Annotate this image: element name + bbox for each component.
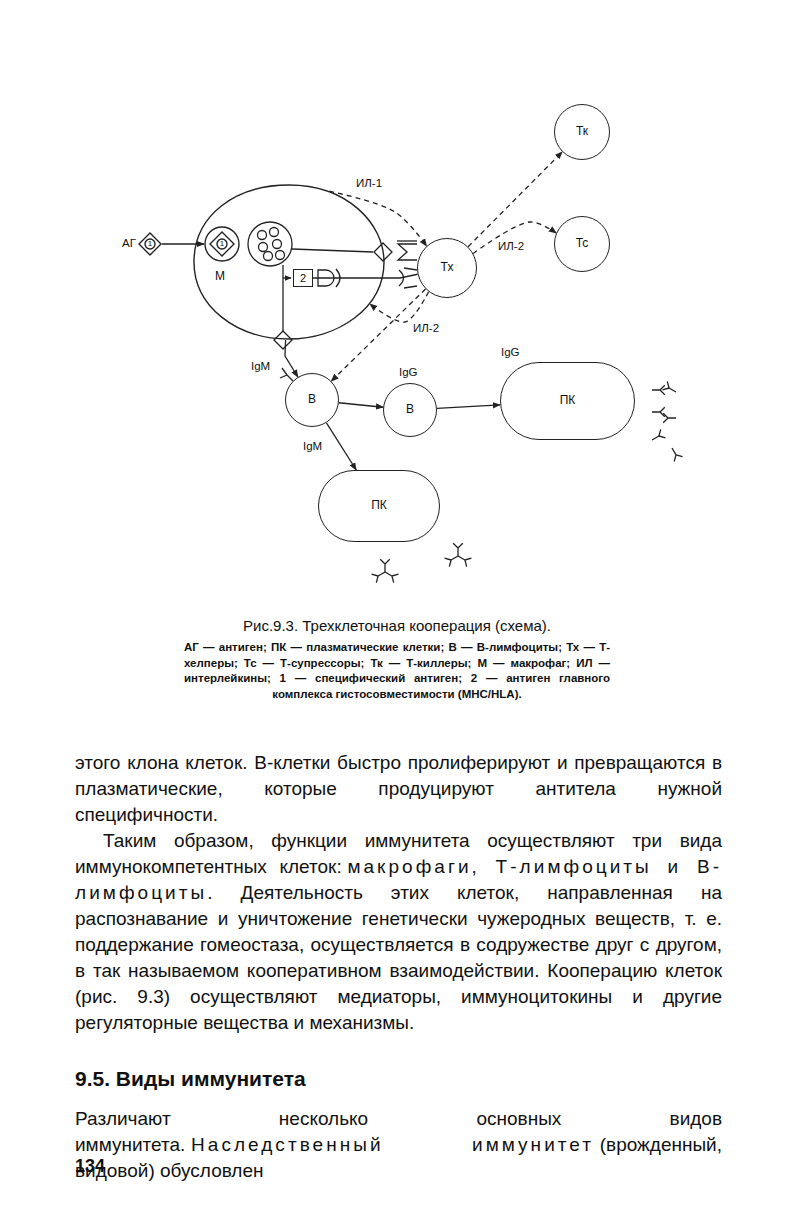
- drawing-stroke: [276, 251, 285, 260]
- drawing-stroke: [259, 243, 268, 252]
- antibody-symbol: [456, 552, 472, 567]
- antibody-class-label: IgG: [398, 366, 419, 379]
- text-run: этого клона клеток. В-клетки быстро прол…: [75, 752, 722, 825]
- node-label: Тх: [441, 261, 454, 274]
- figure-caption: Рис.9.3. Трехклеточная кооперация (схема…: [180, 617, 614, 635]
- connector: [437, 405, 500, 409]
- abbreviation-key: АГ — антиген; ПК — плазматические клетки…: [184, 640, 610, 702]
- paragraph: Различают несколько основных видов иммун…: [75, 1106, 722, 1184]
- antibody-symbol: [652, 407, 665, 417]
- drawing-stroke: [248, 222, 292, 266]
- b-cell: В: [383, 383, 437, 437]
- connector: [285, 340, 298, 377]
- antibody-symbol: [380, 559, 390, 572]
- antibody-symbol: [663, 413, 676, 423]
- text-run: 9.5. Виды иммунитета: [75, 1067, 306, 1090]
- antigen-diamond: 1: [138, 232, 162, 256]
- macrophage-interior: [248, 222, 417, 381]
- drawing-stroke: [398, 244, 417, 260]
- connector: [339, 403, 383, 408]
- outline-strokes: [194, 185, 384, 339]
- text-run: Наследственный иммунитет: [191, 1134, 594, 1155]
- suppressor-cell: Тс: [554, 216, 610, 272]
- drawing-stroke: [264, 252, 273, 261]
- antigen-dot: [217, 239, 227, 249]
- killer-cell: Тк: [554, 104, 610, 160]
- cell-membrane: [194, 185, 384, 339]
- shape-outline: [193, 184, 385, 340]
- body-text: этого клона клеток. В-клетки быстро прол…: [75, 750, 722, 1184]
- drawing-stroke: [292, 249, 373, 252]
- connector: [162, 243, 204, 244]
- paragraph: Таким образом, функции иммунитета осущес…: [75, 828, 722, 1036]
- outline-strokes: [205, 227, 239, 261]
- node-label: ПК: [371, 499, 387, 512]
- helper-cell: Тх: [417, 238, 477, 298]
- macrophage-cell: М 1 2: [193, 184, 385, 340]
- ring-outline: [205, 227, 239, 261]
- antibody-symbol: [650, 429, 666, 444]
- antigen-marker: 1: [204, 226, 240, 262]
- node-label: В: [406, 403, 414, 416]
- drawing-stroke: [404, 268, 417, 288]
- antibody-symbol: [383, 568, 399, 583]
- antibody-symbol: [372, 568, 388, 583]
- diamond-outline: [210, 232, 234, 256]
- antibody-symbol: [668, 446, 683, 462]
- drawing-stroke: [283, 277, 291, 278]
- text-run: . Деятельность этих клеток, направленная…: [75, 882, 722, 1033]
- node-label: 1: [148, 240, 152, 249]
- drawing-stroke: [282, 265, 283, 331]
- node-label: 1: [220, 240, 224, 249]
- antibody-symbols: [372, 381, 683, 582]
- connector: [326, 423, 356, 470]
- antibody-symbol: [445, 552, 461, 567]
- antibody-class-label: IgM: [302, 440, 323, 453]
- node-label: ПК: [560, 394, 576, 407]
- drawing-stroke: [270, 228, 279, 237]
- node-label: Тк: [576, 125, 588, 138]
- interleukin-label: ИЛ-2: [412, 322, 440, 335]
- connector: [313, 274, 418, 278]
- antigen-label: АГ: [121, 237, 137, 250]
- node-label: Тс: [576, 237, 589, 250]
- node-label: М: [215, 270, 225, 283]
- interleukin-label: ИЛ-1: [355, 177, 383, 190]
- drawing-stroke: [397, 240, 417, 241]
- connector: [473, 222, 556, 253]
- antibody-symbol: [663, 381, 679, 396]
- antibody-class-label: IgM: [250, 360, 271, 373]
- drawing-stroke: [258, 231, 267, 240]
- diamond-outline: [139, 233, 161, 255]
- connector: [370, 292, 429, 322]
- drawing-stroke: [273, 240, 282, 249]
- antibody-class-label: IgG: [500, 346, 521, 359]
- interleukin-label: ИЛ-2: [497, 240, 525, 253]
- plasma-cell: ПК: [318, 470, 440, 542]
- connector: [468, 152, 562, 247]
- antibody-symbol: [453, 543, 463, 556]
- outline-strokes: [139, 233, 161, 255]
- antigen-dot: [145, 239, 155, 249]
- b-cell: В: [285, 373, 339, 427]
- section-heading: 9.5. Виды иммунитета: [75, 1066, 722, 1092]
- node-label: В: [308, 393, 316, 406]
- paragraph: этого клона клеток. В-клетки быстро прол…: [75, 750, 722, 828]
- connector: [331, 289, 425, 381]
- page-number: 134: [75, 1156, 105, 1177]
- node-label: 2: [300, 272, 306, 284]
- plasma-cell: ПК: [500, 362, 635, 440]
- drawing-stroke: [274, 331, 292, 349]
- drawing-stroke: [280, 368, 293, 381]
- mhc-box: 2: [293, 269, 313, 287]
